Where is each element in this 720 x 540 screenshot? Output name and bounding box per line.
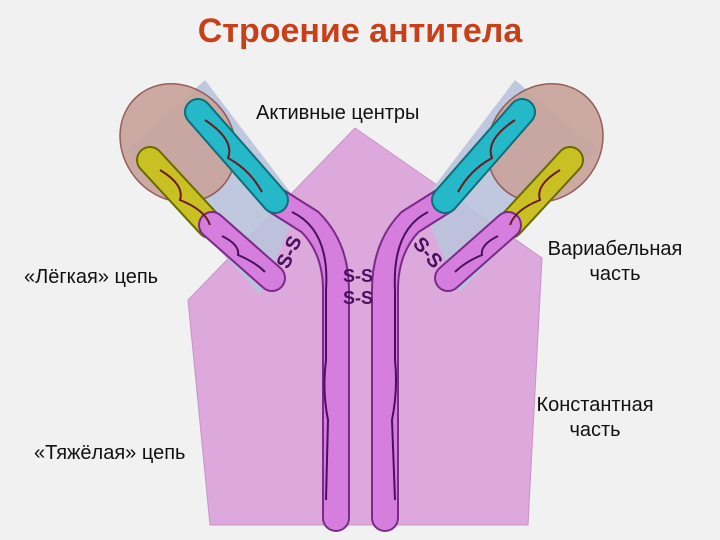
active-centers-label: Активные центры [256, 102, 420, 124]
variable-part-line1: Вариабельная [547, 238, 683, 260]
ss-bond-center-2: S-S [343, 288, 374, 308]
heavy-variable-right [431, 98, 536, 214]
variable-part-line2: часть [589, 263, 641, 285]
constant-part-line2: часть [569, 419, 621, 441]
constant-part-label: Константная часть [510, 393, 680, 443]
constant-part-line1: Константная [536, 394, 654, 416]
heavy-chain-left [261, 186, 350, 532]
light-chain-left [136, 146, 286, 292]
ss-bond-center-1: S-S [343, 266, 374, 286]
light-chain-right [434, 146, 584, 292]
page-title: Строение антитела [197, 12, 523, 50]
variable-part-label: Вариабельная часть [530, 237, 700, 287]
light-chain-label: «Лёгкая» цепь [24, 266, 159, 288]
heavy-chain-label: «Тяжёлая» цепь [34, 442, 186, 464]
heavy-chain-right [371, 186, 459, 532]
heavy-variable-left [184, 98, 289, 214]
